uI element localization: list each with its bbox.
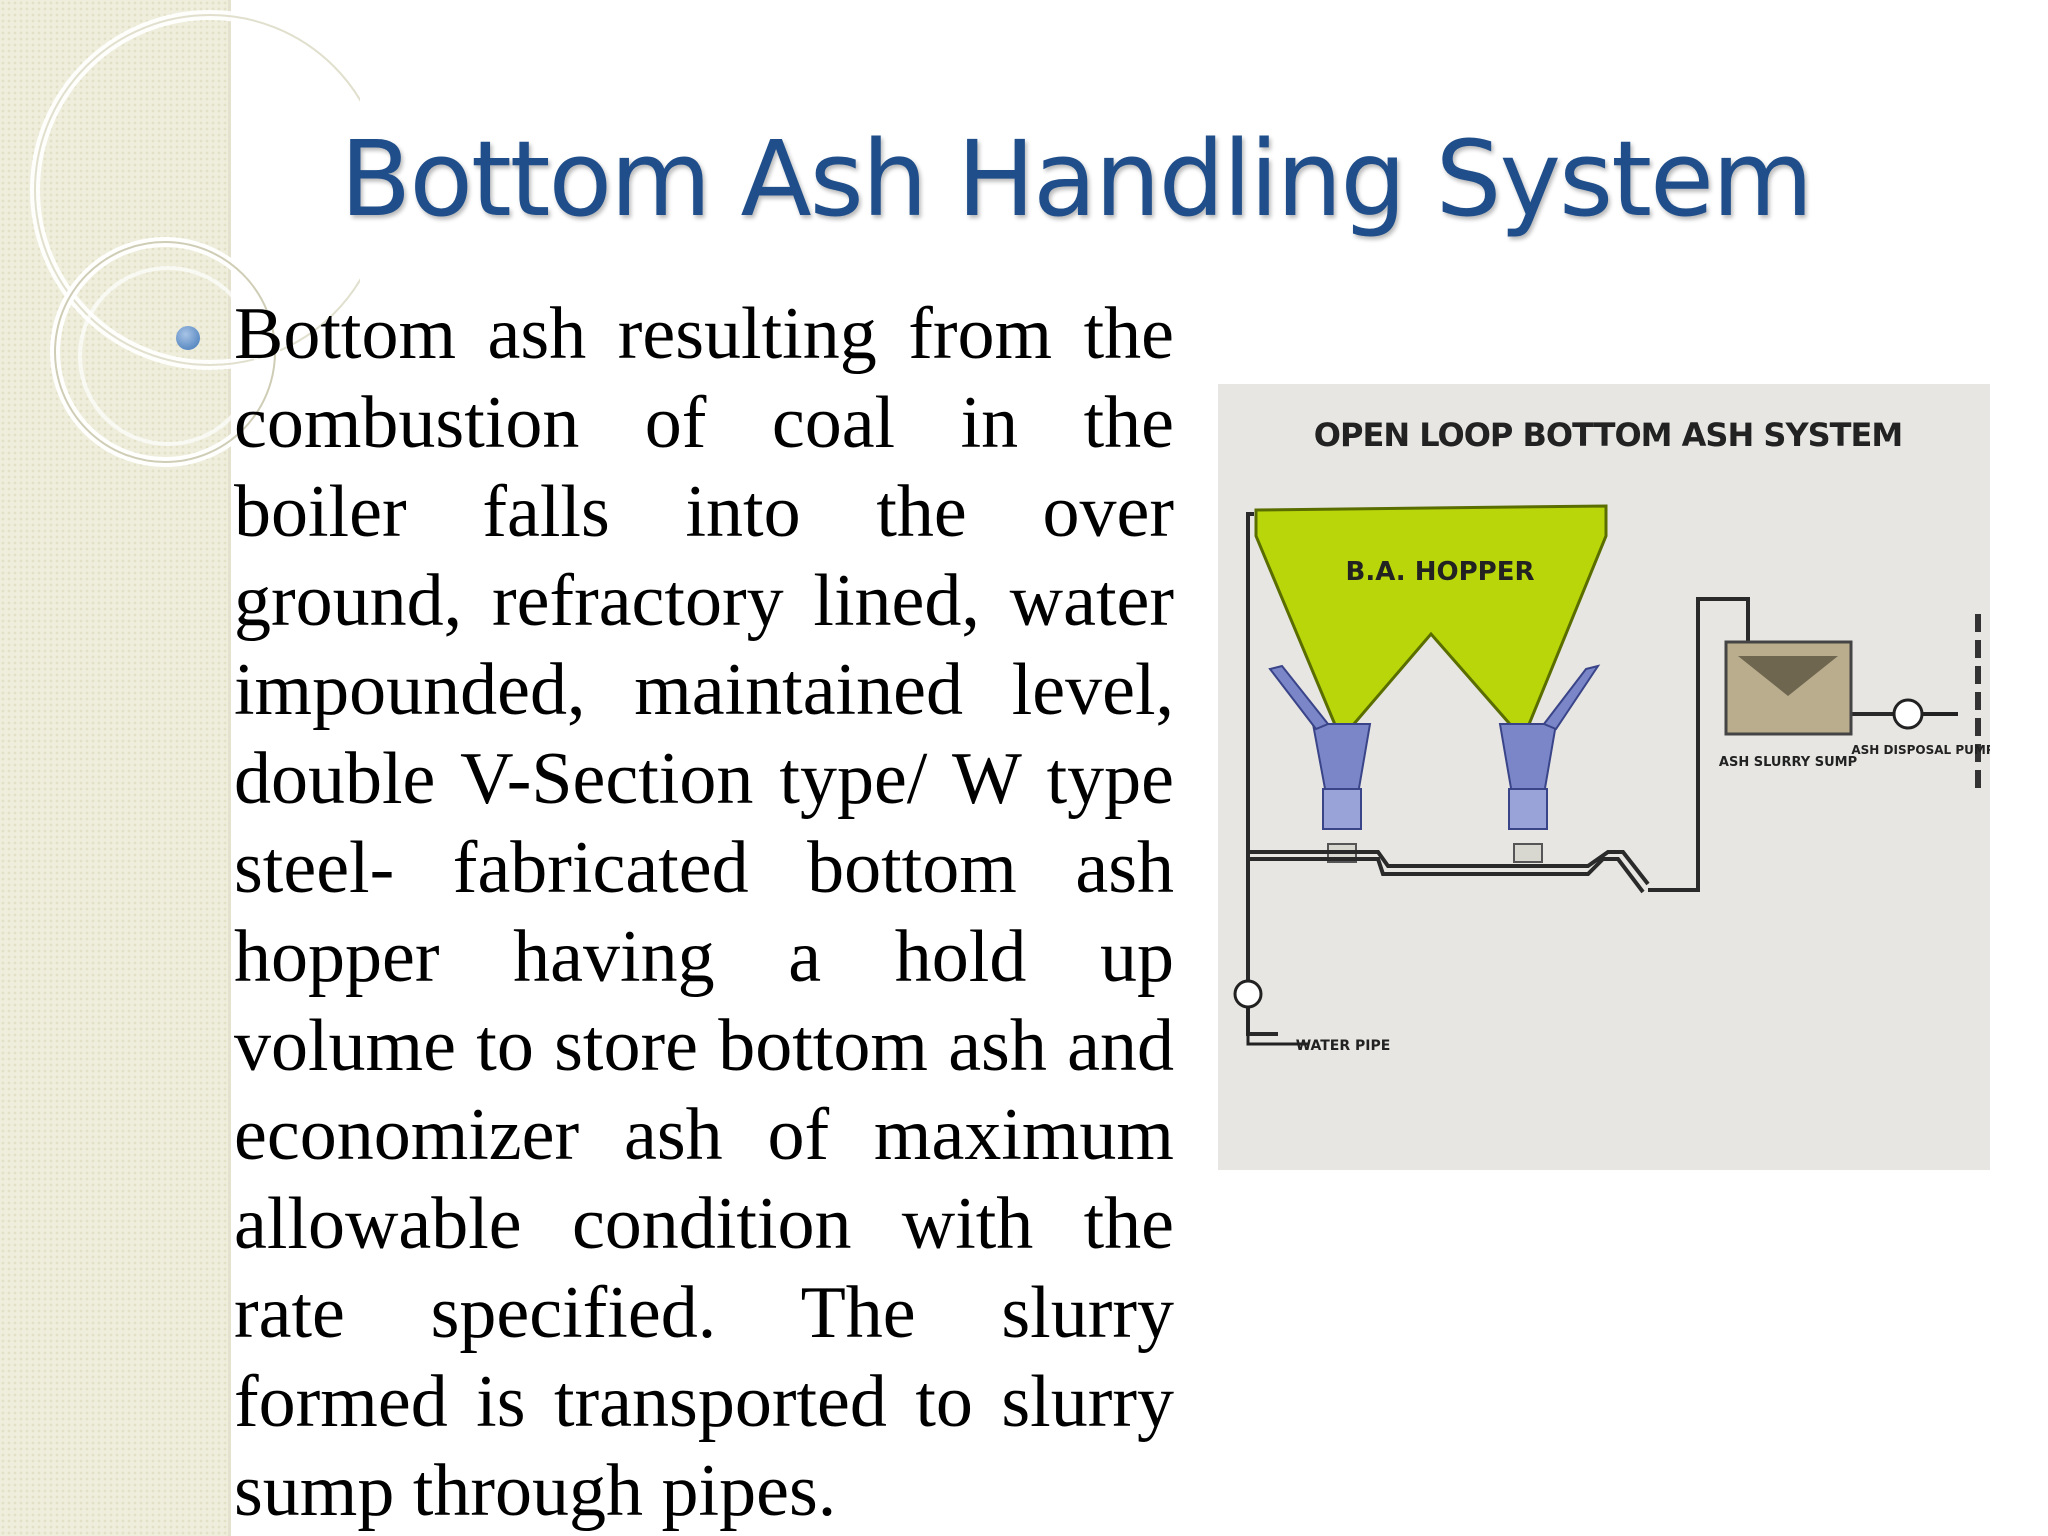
body-paragraph: Bottom ash resulting from the combustion… [234,293,1174,1532]
diagram-title: OPEN LOOP BOTTOM ASH SYSTEM [1314,416,1902,454]
piping [1246,512,1898,1036]
ash-system-diagram: OPEN LOOP BOTTOM ASH SYSTEM B.A. HOPPER [1218,384,1990,1170]
left-outlet-cone [1311,723,1372,795]
pump-label: ASH DISPOSAL PUMP [1851,743,1990,757]
hopper-label: B.A. HOPPER [1346,557,1535,587]
sump-label: ASH SLURRY SUMP [1719,755,1857,770]
right-outlet-cone [1498,723,1558,795]
water-pipe-label: WATER PIPE [1296,1038,1391,1054]
ash-disposal-pump [1892,698,1924,730]
water-pump [1233,979,1263,1009]
slide-title: Bottom Ash Handling System [340,118,1813,240]
decorative-circles [30,10,360,467]
diagram-svg: OPEN LOOP BOTTOM ASH SYSTEM B.A. HOPPER [1233,416,1990,1054]
hopper-shape [1254,504,1608,742]
bullet-dot [176,326,200,350]
